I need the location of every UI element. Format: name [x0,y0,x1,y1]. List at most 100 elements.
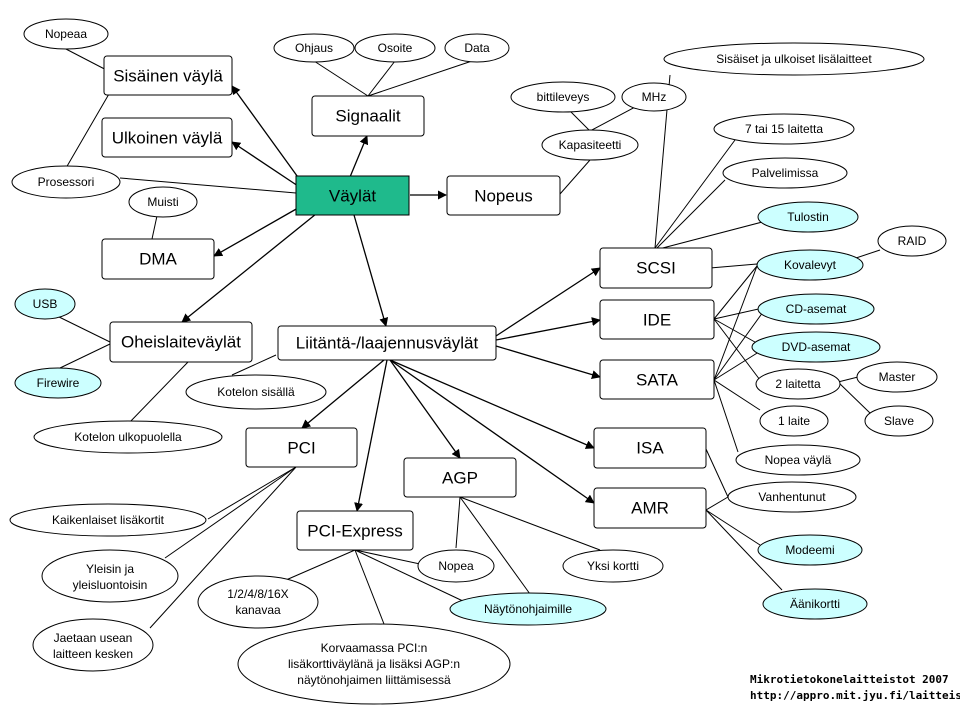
ellipse-kaksi-label: 2 laitetta [775,377,821,391]
box-pci-label: PCI [287,439,315,458]
box-vaylat: Väylät [295,175,410,216]
arrow-liitanta-to-sata [495,345,601,379]
connector-line [367,60,473,97]
box-liitanta-label: Liitäntä-/laajennusväylät [296,334,479,353]
connector-line [164,466,297,559]
ellipse-jaetaan-line2: laitteen kesken [53,647,133,661]
ellipse-kaksi: 2 laitetta [755,368,841,400]
box-liitanta: Liitäntä-/laajennusväylät [277,325,497,361]
connector-lines [52,47,881,629]
ellipse-cd: CD-asemat [757,293,875,325]
ellipse-mhz: MHz [621,82,687,112]
ellipse-jaetaan-line1: Jaetaan usean [54,631,133,645]
connector-line [207,466,297,520]
ellipse-yksikortti-label: Yksi kortti [587,559,639,573]
ellipse-firewire-label: Firewire [37,376,80,390]
ellipse-nopeaa: Nopeaa [23,18,109,50]
connector-line [313,60,369,97]
ellipse-ohjaus: Ohjaus [273,33,355,63]
ellipse-kotelonsisalla: Kotelon sisällä [185,374,327,410]
ellipse-korvaamassa-line1: Korvaamassa PCI:n [321,641,428,655]
ellipse-nopeavayla-label: Nopea väylä [765,453,832,467]
arrow-vaylat-to-dma [213,207,299,257]
connector-line [705,509,783,591]
ellipse-modeemi: Modeemi [757,534,863,566]
ellipse-firewire: Firewire [14,367,102,399]
connector-line [709,263,758,269]
arrow-liitanta-to-scsi [495,267,601,337]
arrow-liitanta-to-amr [389,359,595,504]
ellipse-kanavaa-line2: kanavaa [235,603,281,617]
ellipse-osoite-label: Osoite [378,41,413,55]
box-isa: ISA [593,427,707,469]
ellipse-osoite: Osoite [354,33,436,63]
arrow-vaylat-to-liitanta [353,214,389,327]
ellipse-master: Master [856,361,938,393]
arrow-connectors [181,85,601,512]
box-dma-label: DMA [139,250,177,269]
connector-line [149,466,297,629]
box-sisainen: Sisäinen väylä [103,55,233,96]
connector-line [713,349,763,381]
box-vaylat-label: Väylät [329,187,377,206]
ellipse-raid-label: RAID [898,234,927,248]
ellipse-korvaamassa-line3: näytönohjaimen liittämisessä [297,673,451,687]
connector-line [705,448,729,498]
arrow-liitanta-to-pciexpress [354,359,388,512]
ellipse-kotelonulko-label: Kotelon ulkopuolella [74,430,182,444]
connector-line [52,313,111,343]
connector-line [559,159,591,195]
box-isa-label: ISA [636,439,664,458]
connector-line [285,549,356,581]
ellipse-yleisin-line1: Yleisin ja [86,562,134,576]
box-agp-label: AGP [442,469,478,488]
ellipse-muisti-label: Muisti [147,195,178,209]
box-pciexpress: PCI-Express [296,510,414,551]
ellipse-master-label: Master [879,370,916,384]
connector-line [59,343,111,369]
arrow-liitanta-to-ide [495,317,601,341]
ellipse-kaikenlaiset-label: Kaikenlaiset lisäkortit [52,513,165,527]
ellipse-ohjaus-label: Ohjaus [295,41,333,55]
connector-line [119,177,297,194]
box-amr: AMR [593,487,707,529]
ellipse-kotelonsisalla-label: Kotelon sisällä [217,385,295,399]
ellipse-yksikortti: Yksi kortti [562,549,664,583]
arrow-vaylat-to-signaalit [349,135,369,178]
box-signaalit: Signaalit [311,95,425,137]
ellipse-prosessori: Prosessori [11,165,121,199]
ellipse-mhz-label: MHz [642,90,667,104]
connector-line [713,318,763,347]
connector-line [354,549,385,625]
box-sisainen-label: Sisäinen väylä [113,67,223,86]
footer-credit: Mikrotietokonelaitteistot 2007 http://ap… [750,673,960,702]
ellipse-kapasiteetti-label: Kapasiteetti [559,138,622,152]
connector-line [713,379,761,411]
ellipse-bittileveys: bittileveys [510,81,616,113]
connector-line [705,496,729,511]
ellipse-kotelonulko: Kotelon ulkopuolella [33,420,223,454]
connector-line [459,496,531,595]
ellipse-tulostin: Tulostin [757,201,859,233]
box-pci: PCI [245,427,358,468]
box-signaalit-label: Signaalit [335,107,400,126]
connector-line [713,307,764,320]
arrow-vaylat-to-sisainen [231,85,301,181]
box-oheislaite-label: Oheislaiteväylät [121,333,241,352]
ellipse-aanikortti-label: Äänikortti [790,597,840,611]
ellipse-data: Data [444,33,510,63]
topic-boxes: Väylät Sisäinen väylä Ulkoinen väylä DMA… [101,55,715,551]
ellipse-slave-label: Slave [884,414,914,428]
ellipse-naytonohjaimille-label: Näytönohjaimille [484,602,572,616]
arrow-vaylat-to-oheislaite [181,213,317,323]
connector-line [705,509,761,546]
ellipse-yksilaite: 1 laite [759,405,829,437]
box-oheislaite: Oheislaiteväylät [109,321,253,363]
detail-ellipses: Nopeaa Prosessori Muisti Ohjaus Osoite D… [9,18,947,705]
ellipse-nopea-label: Nopea [438,559,474,573]
connector-line [127,361,189,425]
ellipse-nopeaa-label: Nopeaa [45,27,87,41]
ellipse-tulostin-label: Tulostin [787,210,829,224]
ellipse-kovalevyt-label: Kovalevyt [784,258,837,272]
